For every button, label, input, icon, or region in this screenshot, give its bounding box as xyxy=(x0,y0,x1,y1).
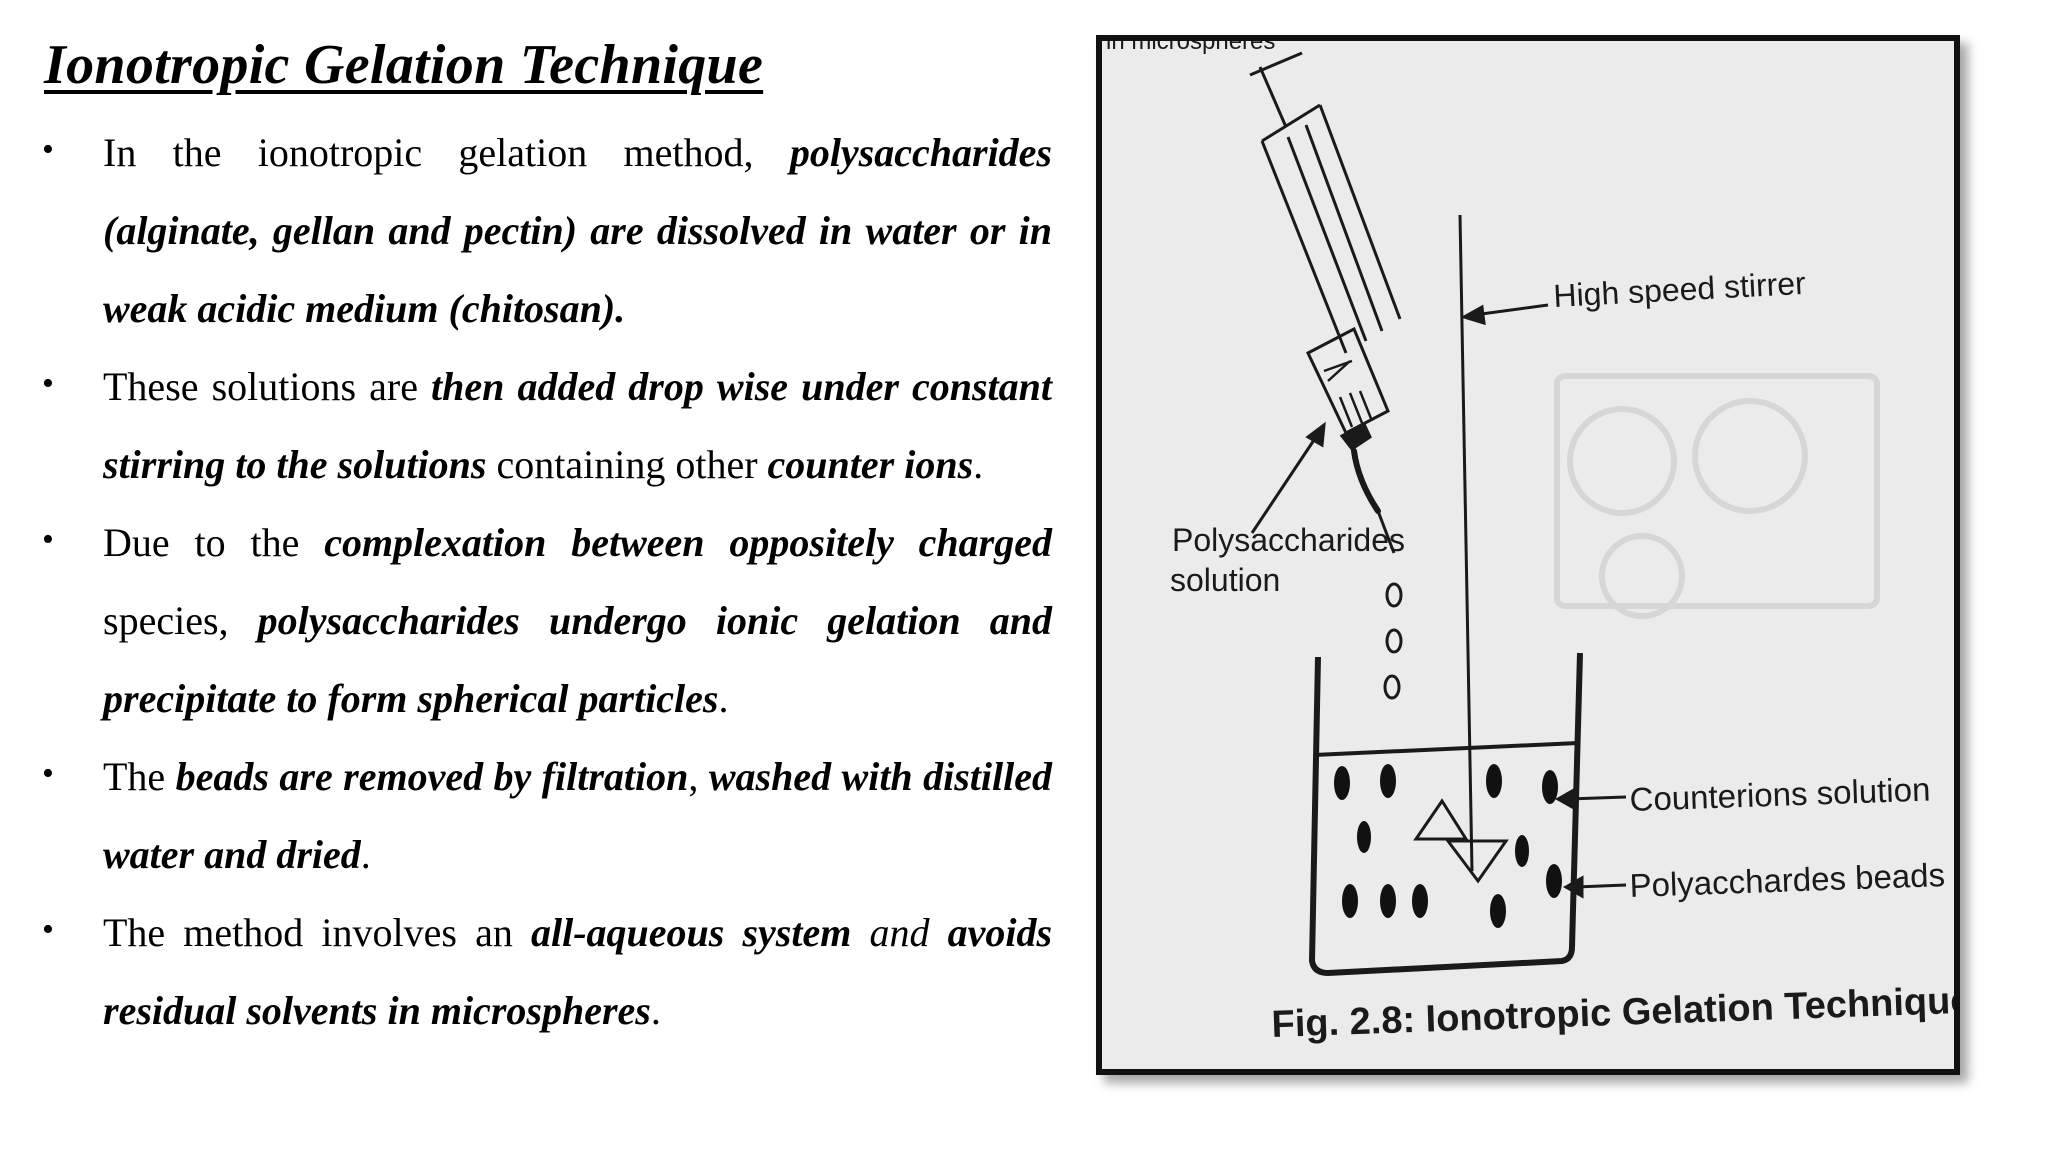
bullet-text-segment: In the ionotropic gelation method, xyxy=(103,130,790,175)
label-counterions: Counterions solution xyxy=(1629,771,1931,818)
bullet-item: • Due to the complexation between opposit… xyxy=(0,504,1052,738)
annotation-arrows xyxy=(1250,303,1627,899)
ionotropic-gelation-diagram: in microspheres xyxy=(1106,41,1954,1046)
syringe-icon xyxy=(1249,51,1402,554)
bullet-text-segment: . xyxy=(650,988,661,1033)
bullet-text-segment: beads are removed by filtration xyxy=(175,754,689,799)
background-artifacts xyxy=(1554,373,1880,619)
bullet-text-segment: The method involves an xyxy=(103,910,531,955)
bullet-text-segment: . xyxy=(718,676,729,721)
slide-title: Ionotropic Gelation Technique xyxy=(44,34,764,96)
figure-caption: Fig. 2.8: Ionotropic Gelation Technique xyxy=(1271,980,1954,1046)
label-high-speed-stirrer: High speed stirrer xyxy=(1552,265,1806,314)
bullet-item: • The method involves an all-aqueous sys… xyxy=(0,894,1052,1050)
bullet-marker: • xyxy=(42,521,54,558)
bullet-text-segment: avoids residual solvents in microspheres xyxy=(103,910,1053,1033)
bullet-text-segment: . xyxy=(973,442,984,487)
bullet-item: • These solutions are then added drop wis… xyxy=(0,348,1052,504)
label-solution: solution xyxy=(1170,562,1280,598)
bullet-text-segment: and xyxy=(851,910,948,955)
clipped-top-text: in microspheres xyxy=(1106,41,1275,55)
bullet-text-segment: Due to the xyxy=(103,520,325,565)
bullet-marker: • xyxy=(42,365,54,402)
bullet-text-segment: counter ions xyxy=(767,442,974,487)
bullet-text-segment: polysaccharides (alginate, gellan and pe… xyxy=(103,130,1052,331)
bullet-marker: • xyxy=(42,911,54,948)
beaker-outline xyxy=(1308,652,1583,977)
bullet-text-segment: all-aqueous system xyxy=(530,910,852,955)
label-beads: Polyacchardes beads xyxy=(1629,856,1946,904)
bullet-text-segment: The xyxy=(103,754,176,799)
bullet-item: • In the ionotropic gelation method, poly… xyxy=(0,114,1052,348)
drops xyxy=(1383,582,1403,700)
bullet-marker: • xyxy=(42,755,54,792)
bullet-text-segment: , xyxy=(688,754,709,799)
beads xyxy=(1334,764,1562,928)
bullet-marker: • xyxy=(42,131,54,168)
bullet-text-segment: complexation between oppositely charged xyxy=(324,520,1052,565)
bullet-text-segment: species, xyxy=(103,598,258,643)
liquid-level xyxy=(1313,741,1579,757)
bullet-text-segment: containing other xyxy=(486,442,768,487)
stirrer-blade-icon xyxy=(1413,798,1509,884)
label-polysaccharides: Polysaccharides xyxy=(1172,522,1405,558)
bullet-text-segment: washed with distilled water and dried xyxy=(103,754,1052,877)
bullet-list: • In the ionotropic gelation method, poly… xyxy=(0,114,1052,1050)
bullet-text-segment: . xyxy=(360,832,371,877)
bullet-text-segment: These solutions are xyxy=(103,364,432,409)
stirrer-shaft xyxy=(1458,214,1474,872)
figure-panel: in microspheres xyxy=(1096,35,1960,1075)
bullet-item: • The beads are removed by filtration, w… xyxy=(0,738,1052,894)
bullet-text-segment: then added drop wise under constant stir… xyxy=(103,364,1052,487)
bullet-text-segment: polysaccharides undergo ionic gelation a… xyxy=(103,598,1053,721)
